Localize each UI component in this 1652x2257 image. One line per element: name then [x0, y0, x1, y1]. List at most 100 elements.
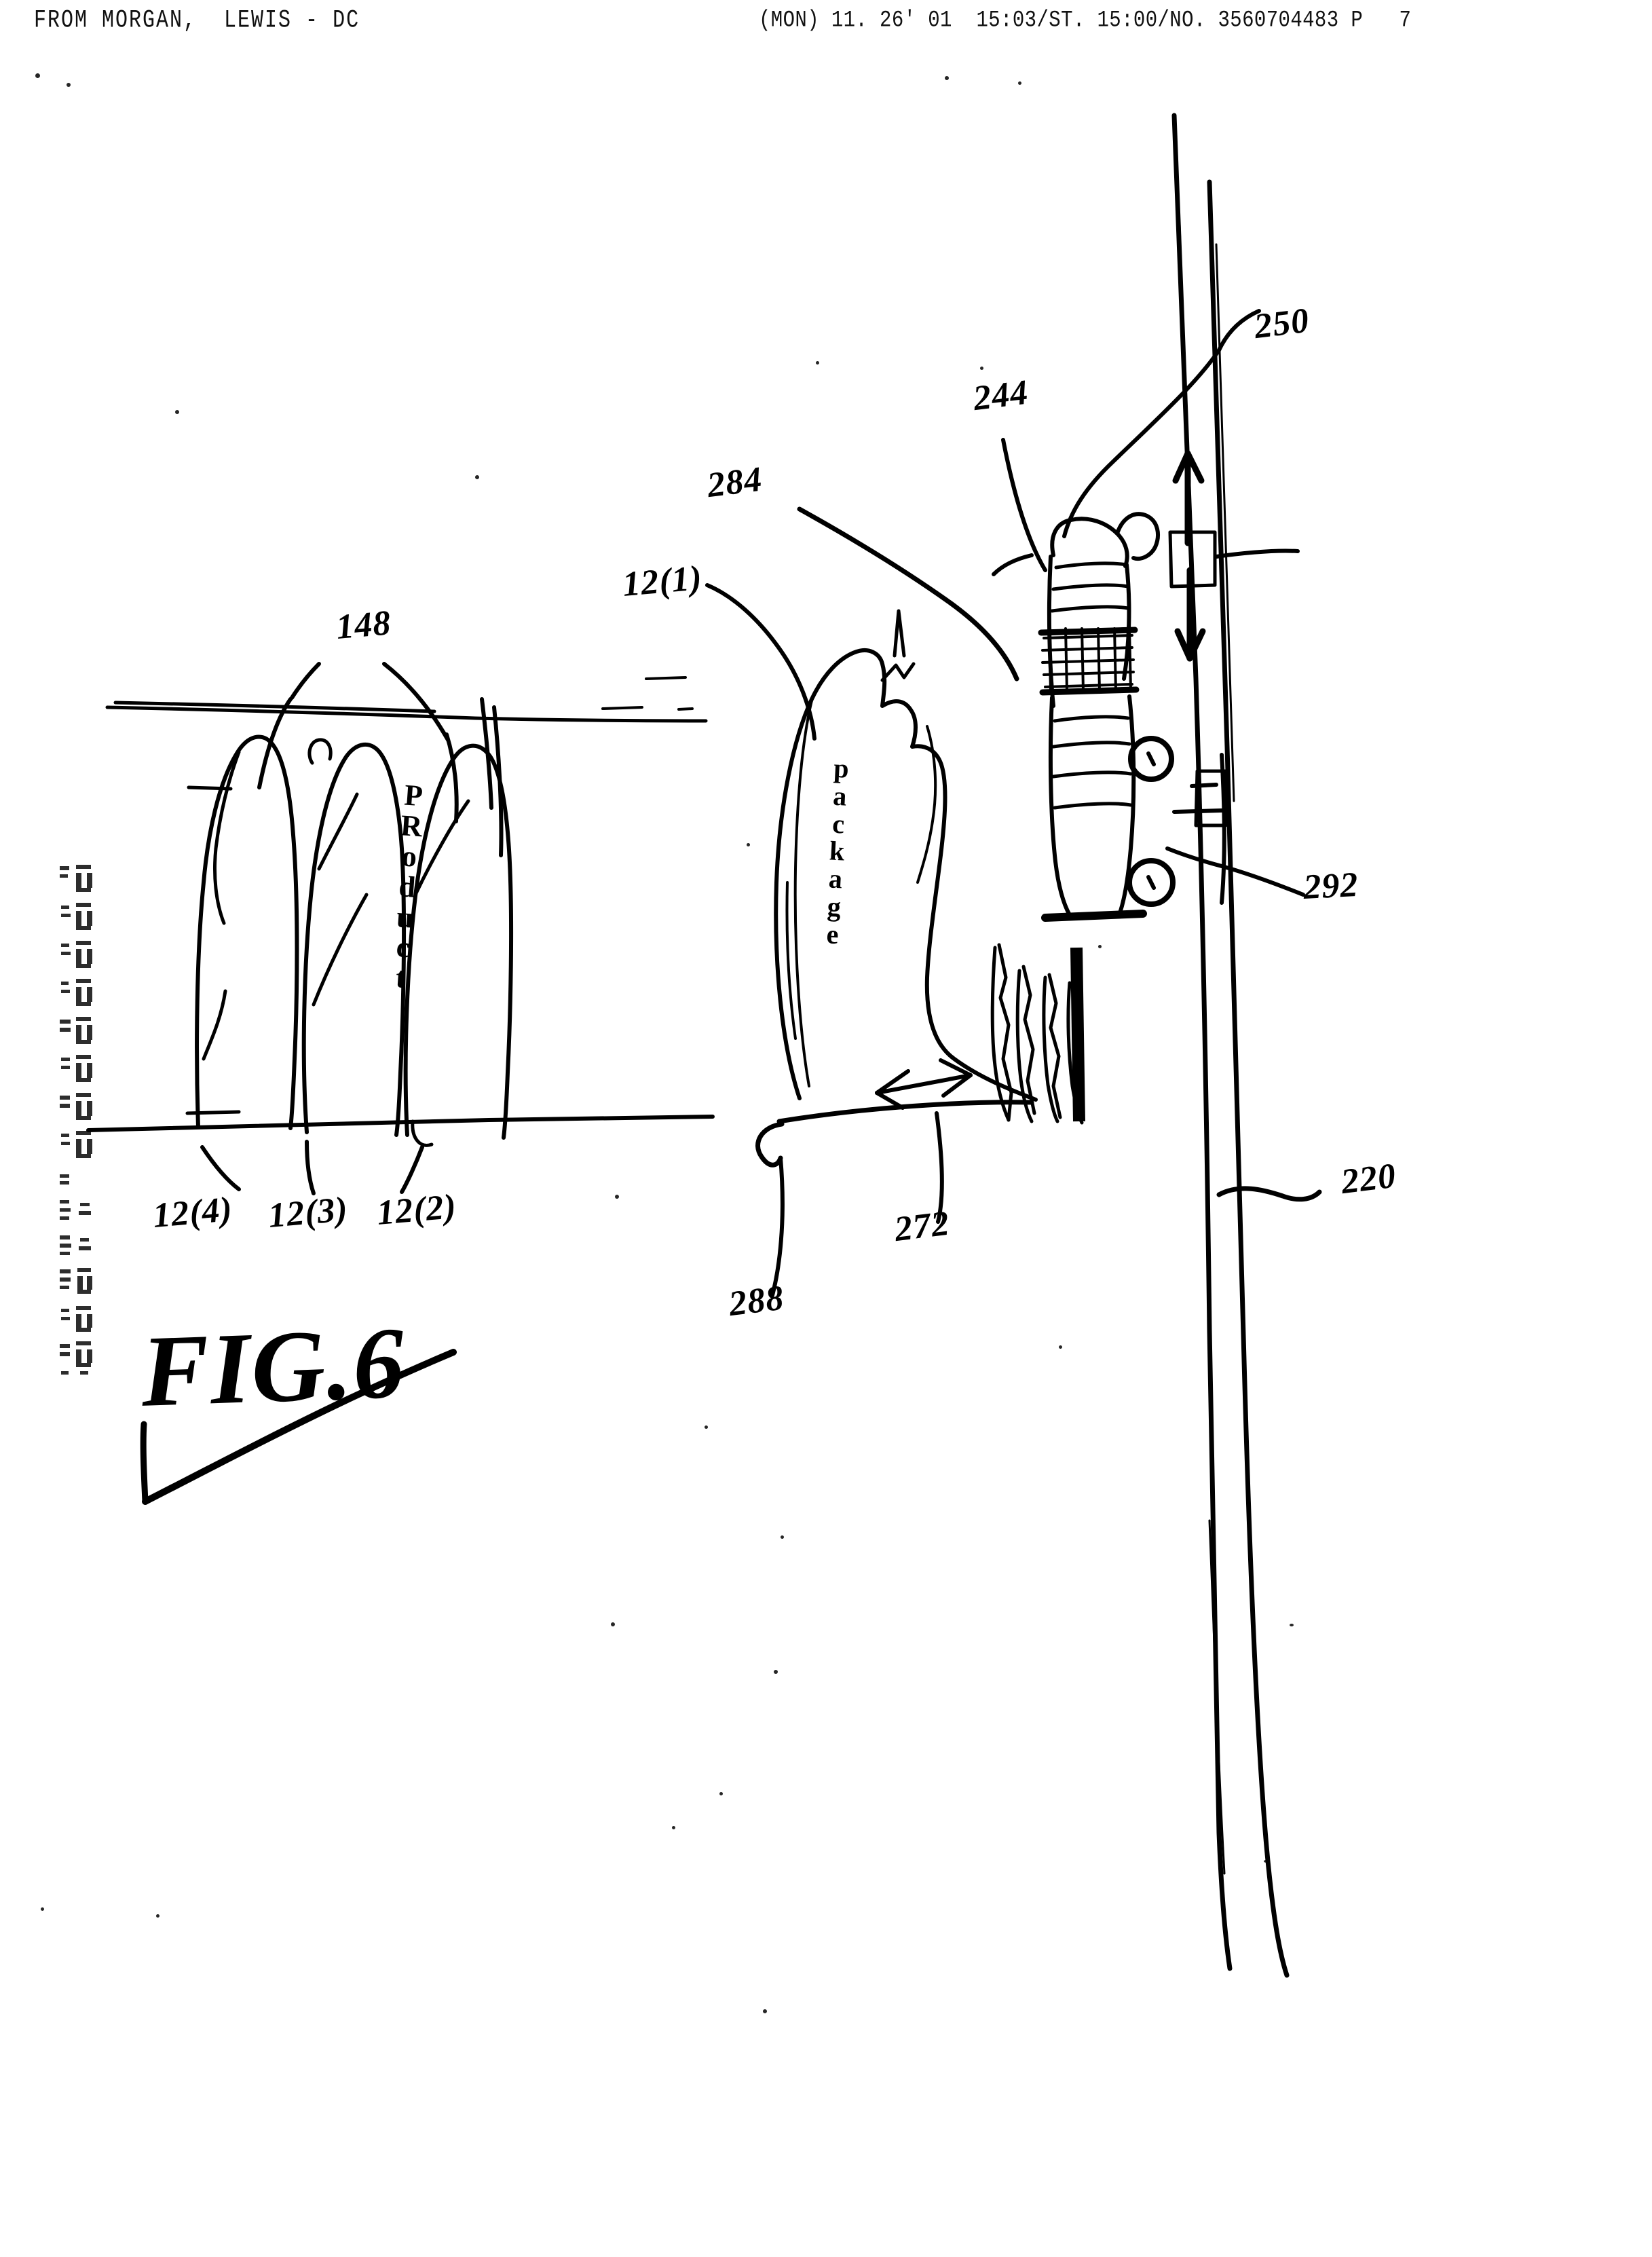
ref-numeral-292: 292	[1302, 865, 1359, 908]
gripper-body-right	[1122, 563, 1131, 681]
product-12-2-fold	[413, 799, 470, 897]
noise-speck	[41, 1907, 44, 1911]
package-outline	[774, 648, 1038, 1102]
ref-numeral-288: 288	[726, 1278, 787, 1324]
noise-speck	[980, 367, 983, 370]
noise-speck	[672, 1826, 675, 1829]
gripper-mesh-frame-top	[1038, 627, 1138, 636]
leader-148-right	[382, 662, 450, 742]
double-head-arrow	[875, 1058, 973, 1110]
ref-numeral-12-1: 12(1)	[620, 558, 705, 605]
product-12-4-outline	[195, 734, 299, 1130]
noise-speck	[1290, 1624, 1294, 1626]
product-12-3-fold-a	[317, 792, 359, 871]
fig-underline-tail	[140, 1421, 149, 1505]
leader-288	[770, 1156, 785, 1297]
ref-numeral-272: 272	[892, 1204, 952, 1250]
package-bottom-lip	[776, 1100, 1034, 1124]
black-bar	[1070, 947, 1085, 1122]
gripper-mesh	[1041, 627, 1135, 692]
noise-speck	[475, 475, 479, 479]
noise-speck	[747, 843, 750, 846]
leader-12-4	[200, 1145, 241, 1191]
leader-12-3	[305, 1140, 316, 1195]
fax-margin-artifact	[60, 861, 95, 1377]
rail-line-inner-shadow	[1215, 243, 1235, 802]
package-inner-edge	[793, 699, 813, 1087]
stray-dash-b	[601, 706, 643, 710]
gripper-lower-bands	[1051, 715, 1133, 810]
bracket-stem	[1220, 753, 1226, 905]
noise-speck	[1018, 81, 1021, 85]
fig-underline-swoosh	[142, 1349, 457, 1505]
noise-speck	[774, 1670, 778, 1674]
rail-line-lower-shadow	[1208, 1519, 1226, 1875]
pivot-dot-upper	[1146, 751, 1156, 766]
ref-numeral-220: 220	[1338, 1156, 1399, 1202]
bracket-arm-left	[992, 553, 1034, 576]
leader-292	[1165, 846, 1305, 897]
gripper-lower-body	[1048, 696, 1072, 917]
package-left-crease	[785, 881, 797, 1040]
leader-148-left2	[290, 662, 321, 700]
noise-speck	[35, 73, 40, 78]
noise-speck	[156, 1914, 159, 1918]
gripper-lower-right	[1116, 694, 1136, 918]
product-12-4-fold-a	[213, 750, 241, 925]
figure-caption: FIG.6	[139, 1306, 407, 1428]
product-12-4-tick2	[187, 785, 233, 791]
ref-numeral-12-3: 12(3)	[266, 1189, 350, 1236]
product-12-3-fold-b	[312, 893, 369, 1007]
seal-fingers-272	[990, 943, 1084, 1125]
noise-speck	[719, 1792, 723, 1795]
gripper-mesh-frame-bot	[1039, 686, 1140, 696]
leader-284	[797, 506, 1019, 682]
package-cap-notch	[880, 662, 916, 682]
ref-numeral-148: 148	[334, 603, 393, 648]
ref-numeral-12-4: 12(4)	[151, 1189, 235, 1236]
package-bottom-hook-288	[755, 1121, 785, 1168]
product-12-2-bottom-hook	[411, 1119, 434, 1147]
stray-dash-a	[645, 676, 687, 680]
noise-speck	[67, 83, 71, 87]
leader-250-curve	[1062, 348, 1221, 538]
bracket-arm-upper	[1214, 548, 1300, 559]
noise-speck	[1059, 1345, 1062, 1349]
noise-speck	[781, 1535, 784, 1539]
rail-line-inner	[1207, 179, 1290, 1978]
noise-speck	[1098, 945, 1102, 948]
noise-speck	[945, 76, 949, 80]
fax-header-bar: FROM MORGAN, LEWIS - DC (MON) 11. 26' 01…	[0, 0, 1652, 42]
leader-244	[1001, 438, 1047, 572]
fax-sender-text: FROM MORGAN, LEWIS - DC	[34, 7, 360, 35]
noise-speck	[615, 1195, 619, 1199]
gripper-body	[1050, 517, 1129, 568]
right-guide-tick	[480, 697, 493, 810]
product-12-4-tick	[185, 1110, 241, 1115]
leader-12-1	[705, 583, 816, 741]
product-12-2-outline	[403, 743, 514, 1140]
ref-numeral-250: 250	[1252, 301, 1312, 347]
right-guide-tick2	[492, 705, 504, 857]
rail-line-outer-shadow	[1178, 223, 1200, 789]
ref-numeral-284: 284	[705, 460, 765, 506]
noise-speck	[1264, 1860, 1269, 1863]
product-12-3-outline	[301, 742, 407, 1137]
lower-guide-line	[86, 1115, 715, 1132]
package-right-fold	[916, 725, 937, 884]
noise-speck	[611, 1622, 615, 1626]
noise-speck	[705, 1425, 708, 1429]
ref-numeral-12-2: 12(2)	[375, 1187, 459, 1233]
pivot-circle-upper	[1128, 736, 1174, 782]
upper-guide-line-a	[105, 705, 708, 723]
upper-guide-line-b	[113, 701, 436, 713]
leader-250	[1217, 309, 1261, 352]
leader-148-right-tick	[445, 732, 459, 823]
bracket-rect-upper	[1168, 530, 1217, 589]
fax-transmission-meta: (MON) 11. 26' 01 15:03/ST. 15:00/NO. 356…	[759, 7, 1412, 33]
product-12-3-hook	[307, 738, 333, 765]
leader-272	[935, 1111, 944, 1224]
ref-numeral-244: 244	[971, 373, 1031, 419]
